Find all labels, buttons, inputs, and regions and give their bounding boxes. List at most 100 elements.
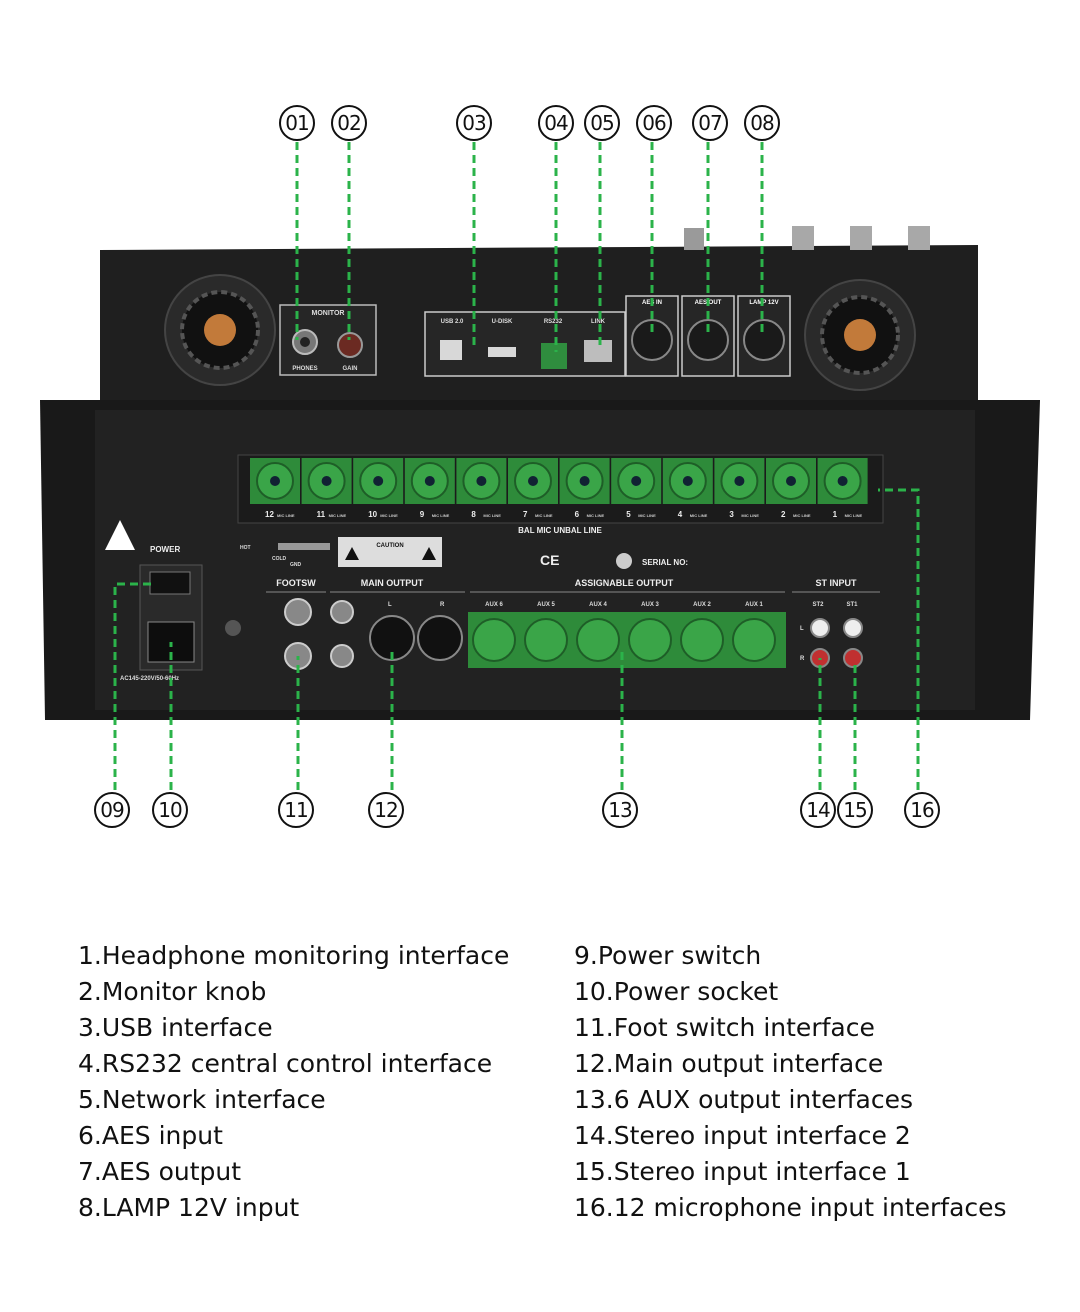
st-r-label: R (800, 656, 805, 662)
ethernet-port[interactable] (584, 340, 612, 362)
aux-output-4[interactable] (576, 618, 620, 662)
st1-label: ST1 (846, 602, 858, 608)
aes-out-xlr[interactable] (687, 319, 729, 361)
aux-label: AUX 2 (693, 602, 711, 608)
mic-input-8[interactable] (456, 458, 507, 504)
mic-input-10[interactable] (353, 458, 404, 504)
aux-label: AUX 3 (641, 602, 659, 608)
mic-line-label: MIC LINE (690, 513, 708, 518)
callout-01: 01 (279, 105, 315, 141)
ac-label: AC145-220V/50-60Hz (120, 676, 179, 682)
aux-output-3[interactable] (628, 618, 672, 662)
callout-16: 16 (904, 792, 940, 828)
legend-item: 11.Foot switch interface (574, 1013, 875, 1042)
aux-output-1[interactable] (732, 618, 776, 662)
leader-16 (878, 488, 920, 790)
main-output-xlr-r[interactable] (417, 615, 463, 661)
callout-10: 10 (152, 792, 188, 828)
st2-rca-left[interactable] (810, 618, 830, 638)
rs232-terminal[interactable] (541, 343, 567, 369)
mic-line-label: MIC LINE (587, 513, 605, 518)
legend-item: 7.AES output (78, 1157, 242, 1186)
aux-label: AUX 6 (485, 602, 503, 608)
mic-input-number: 6 (575, 510, 580, 519)
udisk-label: U-DISK (492, 319, 513, 325)
lamp-label: LAMP 12V (749, 300, 778, 306)
fan-left (164, 274, 276, 386)
mic-line-label: MIC LINE (432, 513, 450, 518)
io-panel: USB 2.0 U-DISK RS232 LINK (424, 311, 626, 377)
legend-left-column: 1.Headphone monitoring interface 2.Monit… (78, 938, 509, 1226)
monitor-panel: MONITOR PHONES GAIN (279, 304, 377, 376)
monitor-knob[interactable] (337, 332, 363, 358)
callout-05: 05 (584, 105, 620, 141)
mic-input-7[interactable] (508, 458, 558, 504)
footswitch-jack-1[interactable] (284, 598, 312, 626)
callout-09: 09 (94, 792, 130, 828)
power-label: POWER (150, 545, 180, 554)
lamp-xlr[interactable] (743, 319, 785, 361)
callout-04: 04 (538, 105, 574, 141)
mic-input-5[interactable] (611, 458, 662, 504)
aux-output-5[interactable] (524, 618, 568, 662)
callout-02: 02 (331, 105, 367, 141)
usb-a-port[interactable] (488, 347, 516, 357)
bal-mic-label: BAL MIC UNBAL LINE (518, 526, 602, 535)
ground-screw-icon (225, 620, 241, 636)
main-output-jack-r[interactable] (330, 644, 354, 668)
mic-input-12[interactable] (250, 458, 300, 504)
mic-line-label: MIC LINE (741, 513, 759, 518)
main-output-jack-l[interactable] (330, 600, 354, 624)
aux-output-6[interactable] (472, 618, 516, 662)
leader-lines (113, 142, 920, 790)
caution-shock-icon (422, 547, 436, 560)
callout-08: 08 (744, 105, 780, 141)
legend-item: 2.Monitor knob (78, 977, 267, 1006)
serial-label: SERIAL NO: (642, 558, 688, 567)
hot-label: HOT (240, 545, 251, 551)
mic-input-4[interactable] (662, 458, 713, 504)
mic-input-number: 4 (678, 510, 683, 519)
mic-input-6[interactable] (559, 458, 610, 504)
caution-warning-icon (345, 547, 359, 560)
rs232-label: RS232 (544, 319, 563, 325)
ce-mark: CE (540, 552, 559, 568)
power-switch[interactable] (149, 571, 191, 595)
legend-item: 10.Power socket (574, 977, 779, 1006)
aes-in-xlr[interactable] (631, 319, 673, 361)
fan-right (804, 279, 916, 391)
legend-item: 14.Stereo input interface 2 (574, 1121, 911, 1150)
mic-input-3[interactable] (714, 458, 765, 504)
usb-b-port[interactable] (440, 340, 462, 360)
mic-input-9[interactable] (404, 458, 455, 504)
xlr-pinout-diagram: HOT COLD GND (240, 543, 330, 568)
assignable-output-label: ASSIGNABLE OUTPUT (575, 578, 674, 588)
mic-line-label: MIC LINE (277, 513, 295, 518)
mic-input-number: 8 (471, 510, 476, 519)
main-output-label: MAIN OUTPUT (361, 578, 424, 588)
leader-09 (113, 582, 154, 790)
mic-input-number: 2 (781, 510, 786, 519)
mic-input-11[interactable] (301, 458, 352, 504)
st1-rca-right[interactable] (843, 648, 863, 668)
legend-item: 9.Power switch (574, 941, 762, 970)
mic-input-number: 7 (523, 510, 528, 519)
mic-line-label: MIC LINE (845, 513, 863, 518)
mic-input-1[interactable] (817, 458, 868, 504)
st1-rca-left[interactable] (843, 618, 863, 638)
legend-item: 12.Main output interface (574, 1049, 884, 1078)
legend-item: 13.6 AUX output interfaces (574, 1085, 914, 1114)
monitor-label: MONITOR (312, 310, 345, 317)
callout-11: 11 (278, 792, 314, 828)
mic-input-2[interactable] (766, 458, 816, 504)
top-jacks (684, 226, 930, 250)
aux-output-2[interactable] (680, 618, 724, 662)
footsw-label: FOOTSW (276, 578, 316, 588)
mixer-diagram: MONITOR PHONES GAIN USB 2.0 U-DISK RS232… (40, 105, 1040, 828)
usb-label: USB 2.0 (441, 319, 464, 325)
legend-item: 8.LAMP 12V input (78, 1193, 300, 1222)
mic-input-number: 5 (626, 510, 631, 519)
callout-06: 06 (636, 105, 672, 141)
legend-item: 6.AES input (78, 1121, 223, 1150)
